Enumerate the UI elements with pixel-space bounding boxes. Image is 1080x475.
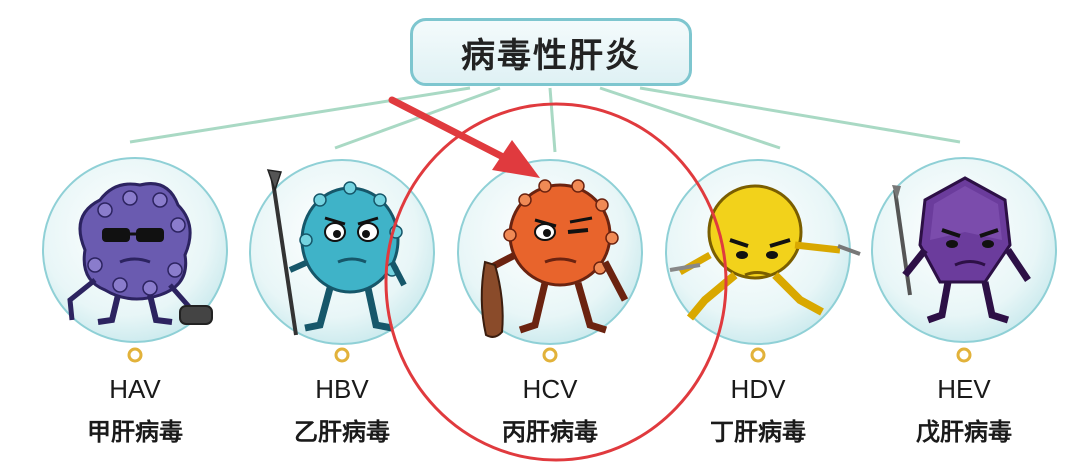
virus-name-hcv: 丙肝病毒 <box>502 418 598 446</box>
highlight-circle <box>384 102 728 462</box>
virus-name-hev: 戊肝病毒 <box>916 418 1012 446</box>
virus-code-hdv: HDV <box>730 374 786 404</box>
virus-name-hdv: 丁肝病毒 <box>710 418 806 446</box>
virus-code-hev: HEV <box>937 374 991 404</box>
virus-code-hbv: HBV <box>315 374 369 404</box>
connector-dots <box>127 347 972 363</box>
branch-lines <box>129 86 961 153</box>
highlight-arrow <box>388 96 540 178</box>
virus-code-hcv: HCV <box>522 374 578 404</box>
virus-code-hav: HAV <box>109 374 161 404</box>
virus-hcv-icon <box>480 179 629 338</box>
virus-hav-icon <box>67 182 213 325</box>
title-box: 病毒性肝炎 <box>410 18 692 86</box>
virus-name-hbv: 乙肝病毒 <box>294 418 390 446</box>
diagram-title: 病毒性肝炎 <box>461 35 641 76</box>
virus-hev-icon <box>892 176 1031 324</box>
virus-hdv-icon <box>669 184 861 321</box>
virus-hbv-icon <box>266 169 407 336</box>
virus-name-hav: 甲肝病毒 <box>87 418 183 446</box>
